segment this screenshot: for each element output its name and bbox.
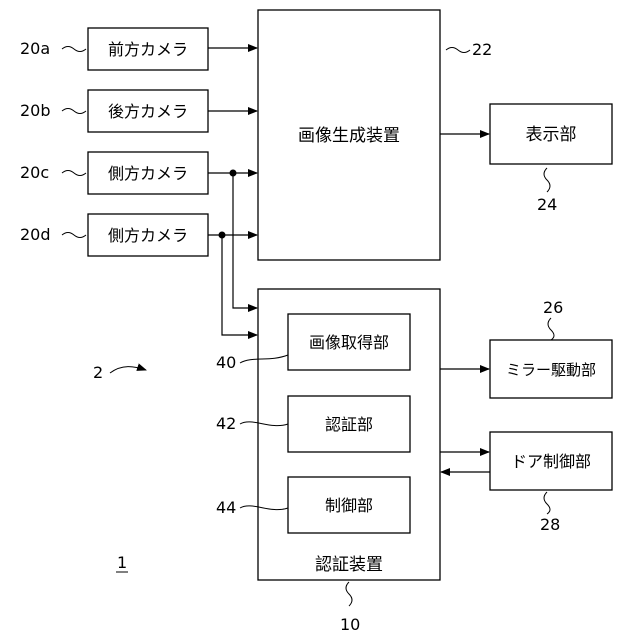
image-generator-label: 画像生成装置	[298, 126, 400, 146]
camera-side-2: 側方カメラ	[88, 214, 208, 256]
image-acquisition-unit: 画像取得部	[288, 314, 410, 370]
ref-40: 40	[216, 353, 236, 372]
camera-side-1: 側方カメラ	[88, 152, 208, 194]
mirror-drive-label: ミラー駆動部	[506, 361, 596, 379]
ref-2: 2	[93, 363, 103, 382]
lead-20c	[62, 171, 86, 176]
ref-20c: 20c	[20, 163, 49, 182]
lead-20a	[62, 47, 86, 52]
authentication-unit-label: 認証部	[325, 415, 373, 434]
authentication-unit: 認証部	[288, 396, 410, 452]
arrow-side1-to-auth	[233, 173, 257, 308]
lead-20d	[62, 233, 86, 238]
ref-44: 44	[216, 498, 236, 517]
ref-20a: 20a	[20, 39, 50, 58]
image-acquisition-label: 画像取得部	[309, 333, 389, 352]
ref-20b: 20b	[20, 101, 51, 120]
auth-device-label: 認証装置	[315, 555, 383, 575]
camera-front-label: 前方カメラ	[108, 40, 188, 59]
lead-22	[446, 48, 470, 53]
ref-20d: 20d	[20, 225, 51, 244]
door-control-label: ドア制御部	[511, 452, 591, 471]
control-unit-label: 制御部	[325, 496, 373, 515]
lead-28	[544, 492, 550, 514]
image-generator: 画像生成装置	[258, 10, 440, 260]
camera-rear: 後方カメラ	[88, 90, 208, 132]
camera-side-1-label: 側方カメラ	[108, 164, 188, 183]
camera-front: 前方カメラ	[88, 28, 208, 70]
mirror-drive-unit: ミラー駆動部	[490, 340, 612, 398]
lead-2	[110, 367, 146, 373]
ref-10: 10	[340, 615, 360, 634]
lead-20b	[62, 109, 86, 114]
lead-24	[544, 168, 550, 192]
display-unit: 表示部	[490, 104, 612, 164]
ref-22: 22	[472, 40, 492, 59]
camera-rear-label: 後方カメラ	[108, 102, 188, 121]
ref-28: 28	[540, 515, 560, 534]
arrow-side2-to-auth	[222, 235, 257, 335]
camera-side-2-label: 側方カメラ	[108, 226, 188, 245]
figure-ref: 1	[117, 553, 127, 572]
lead-10	[346, 582, 352, 606]
lead-26	[548, 318, 554, 340]
ref-42: 42	[216, 414, 236, 433]
ref-24: 24	[537, 195, 557, 214]
door-control-unit: ドア制御部	[490, 432, 612, 490]
display-unit-label: 表示部	[526, 125, 577, 145]
control-unit: 制御部	[288, 477, 410, 533]
ref-26: 26	[543, 298, 563, 317]
